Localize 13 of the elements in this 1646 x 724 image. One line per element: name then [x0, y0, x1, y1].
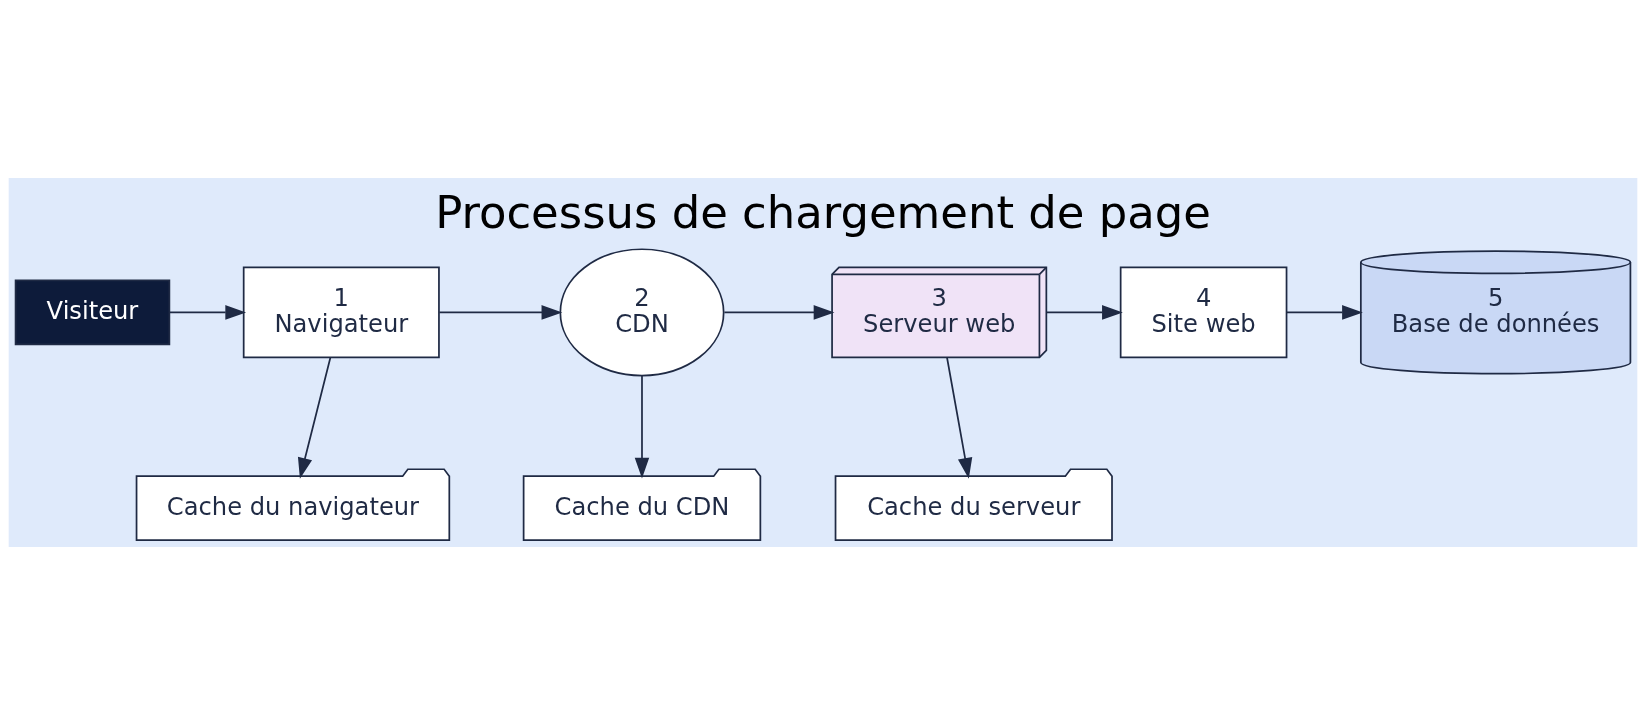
arrow	[946, 356, 973, 479]
arrow	[1045, 304, 1123, 320]
arrow	[634, 374, 650, 478]
diagram-title: Processus de chargement de page	[435, 185, 1211, 239]
node-box: 4 Site web	[1119, 266, 1288, 358]
node-box: 1 Navigateur	[242, 266, 440, 358]
node-ellipse: 2 CDN	[559, 247, 725, 376]
arrow	[723, 304, 835, 320]
arrow	[438, 304, 563, 320]
arrow	[1286, 304, 1363, 320]
arrow	[168, 304, 247, 320]
node-box: Visiteur	[14, 279, 171, 345]
arrow	[297, 356, 332, 479]
